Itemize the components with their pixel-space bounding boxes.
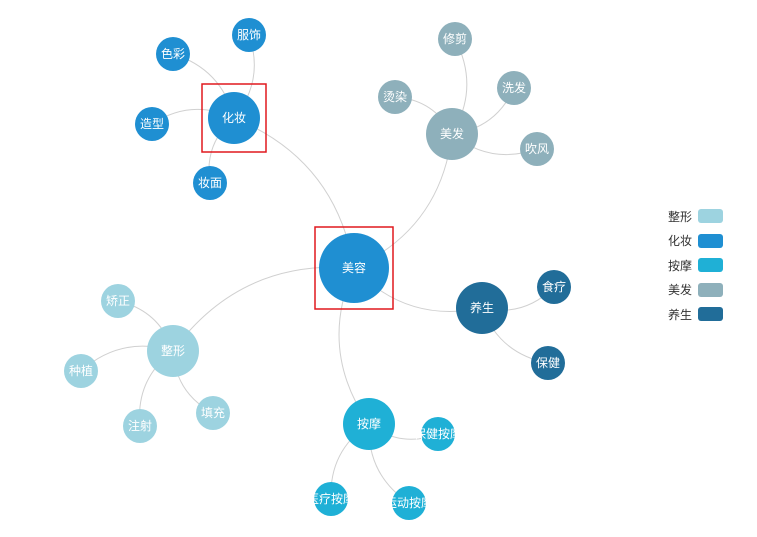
- group-node[interactable]: 养生: [456, 282, 508, 334]
- group-node[interactable]: 整形: [147, 325, 199, 377]
- leaf-node[interactable]: 保健按摩: [414, 417, 462, 451]
- legend-item-yangsheng[interactable]: 养生: [668, 302, 738, 327]
- group-node-circle: [343, 398, 395, 450]
- leaf-node-label: 注射: [128, 418, 152, 433]
- root-node-circle: [319, 233, 389, 303]
- legend-label: 化妆: [668, 234, 693, 249]
- group-node-label: 整形: [161, 343, 185, 358]
- leaf-node-circle: [520, 132, 554, 166]
- leaf-node-label: 种植: [69, 363, 93, 378]
- legend-item-huazhuang[interactable]: 化妆: [668, 229, 738, 254]
- legend-swatch: [698, 233, 723, 248]
- legend: 整形 化妆 按摩 美发 养生: [668, 204, 738, 327]
- leaf-node-circle: [64, 354, 98, 388]
- leaf-node-circle: [531, 346, 565, 380]
- leaf-node[interactable]: 保健: [531, 346, 565, 380]
- leaf-node[interactable]: 食疗: [537, 270, 571, 304]
- leaf-node[interactable]: 妆面: [193, 166, 227, 200]
- group-node-circle: [147, 325, 199, 377]
- leaf-node-label: 医疗按摩: [307, 491, 355, 506]
- leaf-node-circle: [156, 37, 190, 71]
- leaf-node[interactable]: 造型: [135, 107, 169, 141]
- leaf-node-label: 造型: [140, 117, 164, 131]
- leaf-node-circle: [537, 270, 571, 304]
- leaf-node-circle: [392, 486, 426, 520]
- root-node-label: 美容: [342, 260, 366, 275]
- legend-item-zhengxing[interactable]: 整形: [668, 204, 738, 229]
- leaf-node[interactable]: 矫正: [101, 284, 135, 318]
- group-node-circle: [456, 282, 508, 334]
- group-node-label: 美发: [440, 126, 464, 141]
- leaf-node-circle: [314, 482, 348, 516]
- leaf-node-label: 吹风: [525, 142, 549, 156]
- group-node-label: 按摩: [357, 416, 381, 431]
- leaf-node-circle: [497, 71, 531, 105]
- leaf-node-circle: [438, 22, 472, 56]
- leaf-node[interactable]: 运动按摩: [385, 486, 433, 520]
- leaf-node-circle: [421, 417, 455, 451]
- group-node[interactable]: 化妆: [208, 92, 260, 144]
- leaf-node-circle: [378, 80, 412, 114]
- legend-item-meifa[interactable]: 美发: [668, 278, 738, 303]
- leaf-node[interactable]: 注射: [123, 409, 157, 443]
- legend-swatch: [698, 209, 723, 224]
- leaf-node-circle: [232, 18, 266, 52]
- leaf-node-label: 保健: [536, 356, 560, 370]
- leaf-node-label: 色彩: [161, 47, 185, 61]
- root-node[interactable]: 美容: [319, 233, 389, 303]
- group-node[interactable]: 美发: [426, 108, 478, 160]
- leaf-node[interactable]: 医疗按摩: [307, 482, 355, 516]
- legend-swatch: [698, 282, 723, 297]
- leaf-node[interactable]: 洗发: [497, 71, 531, 105]
- leaf-node-label: 运动按摩: [385, 495, 433, 510]
- legend-item-anmo[interactable]: 按摩: [668, 253, 738, 278]
- leaf-node[interactable]: 烫染: [378, 80, 412, 114]
- highlight-box-group: [201, 83, 267, 153]
- legend-swatch: [698, 258, 723, 273]
- legend-label: 养生: [668, 307, 693, 322]
- leaf-node-label: 烫染: [383, 89, 407, 104]
- group-node[interactable]: 按摩: [343, 398, 395, 450]
- legend-swatch: [698, 307, 723, 322]
- leaf-node-circle: [123, 409, 157, 443]
- leaf-node-circle: [196, 396, 230, 430]
- leaf-node[interactable]: 吹风: [520, 132, 554, 166]
- leaf-node-label: 服饰: [237, 28, 261, 42]
- legend-label: 整形: [668, 209, 693, 224]
- leaf-node[interactable]: 修剪: [438, 22, 472, 56]
- leaf-node-label: 矫正: [106, 293, 130, 308]
- highlight-box-root: [314, 226, 394, 310]
- leaf-node-circle: [193, 166, 227, 200]
- leaf-node[interactable]: 色彩: [156, 37, 190, 71]
- leaf-node-circle: [135, 107, 169, 141]
- legend-label: 美发: [668, 283, 693, 298]
- group-node-circle: [208, 92, 260, 144]
- leaf-node-label: 食疗: [542, 279, 566, 294]
- leaf-node-label: 填充: [201, 405, 225, 420]
- leaf-node[interactable]: 填充: [196, 396, 230, 430]
- group-node-circle: [426, 108, 478, 160]
- leaf-node-label: 洗发: [502, 80, 526, 95]
- leaf-node[interactable]: 服饰: [232, 18, 266, 52]
- leaf-node-circle: [101, 284, 135, 318]
- leaf-node[interactable]: 种植: [64, 354, 98, 388]
- group-node-label: 养生: [470, 300, 494, 315]
- nodes-layer: 美容化妆服饰色彩造型妆面美发修剪烫染洗发吹风养生食疗保健按摩保健按摩运动按摩医疗…: [64, 18, 571, 520]
- group-node-label: 化妆: [222, 111, 246, 125]
- leaf-node-label: 保健按摩: [414, 426, 462, 441]
- legend-label: 按摩: [668, 258, 693, 273]
- leaf-node-label: 修剪: [443, 31, 467, 46]
- highlights-layer: [201, 83, 394, 310]
- leaf-node-label: 妆面: [198, 176, 222, 190]
